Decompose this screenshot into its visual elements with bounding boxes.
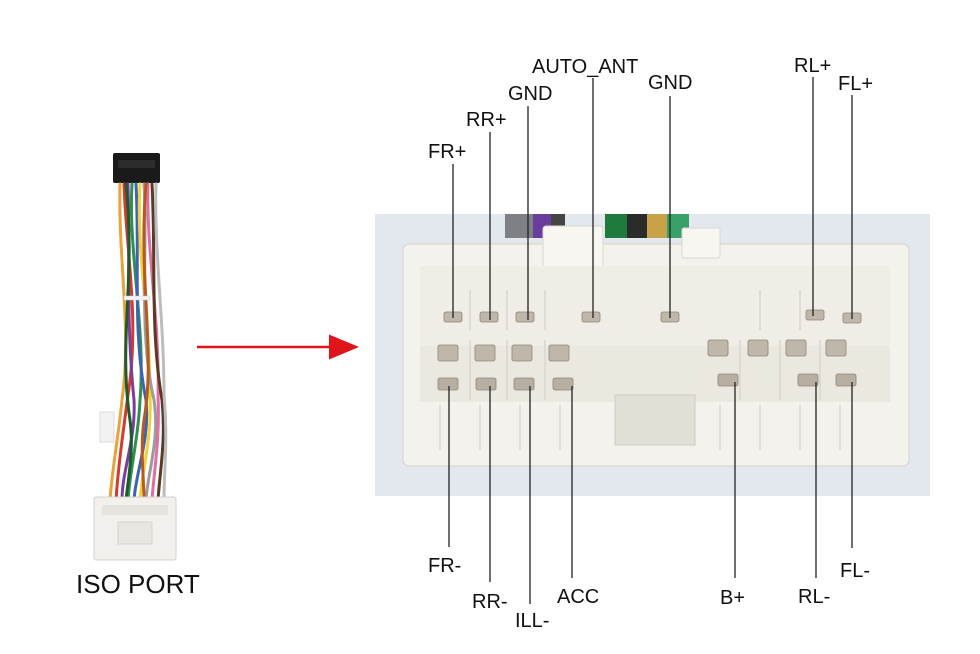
middle-row-terminals xyxy=(437,339,847,362)
label-fl-minus: FL- xyxy=(840,560,870,582)
bottom-leader-lines xyxy=(448,382,853,604)
label-b-plus: B+ xyxy=(720,587,745,609)
top-leader-lines xyxy=(452,77,853,320)
center-key-slot xyxy=(614,394,696,446)
iso-label-tag xyxy=(99,411,115,443)
label-rl-plus: RL+ xyxy=(794,55,831,77)
iso-port-label: ISO PORT xyxy=(76,569,200,599)
label-acc: ACC xyxy=(557,586,599,608)
label-fr-plus: FR+ xyxy=(428,141,466,163)
label-fr-minus: FR- xyxy=(428,555,461,577)
label-gnd-2: GND xyxy=(648,72,692,94)
label-gnd-1: GND xyxy=(508,83,552,105)
label-rl-minus: RL- xyxy=(798,586,830,608)
connector-closeup-photo xyxy=(375,214,930,496)
label-ill-minus: ILL- xyxy=(515,610,549,632)
bottom-row-terminals xyxy=(437,373,857,391)
label-rr-plus: RR+ xyxy=(466,109,507,131)
label-auto-ant: AUTO_ANT xyxy=(532,56,638,78)
iso-wire-bundle xyxy=(108,182,168,502)
label-rr-minus: RR- xyxy=(472,591,508,613)
iso-harness-image xyxy=(93,153,177,561)
label-fl-plus: FL+ xyxy=(838,73,873,95)
iso-cable-tie xyxy=(123,295,151,301)
